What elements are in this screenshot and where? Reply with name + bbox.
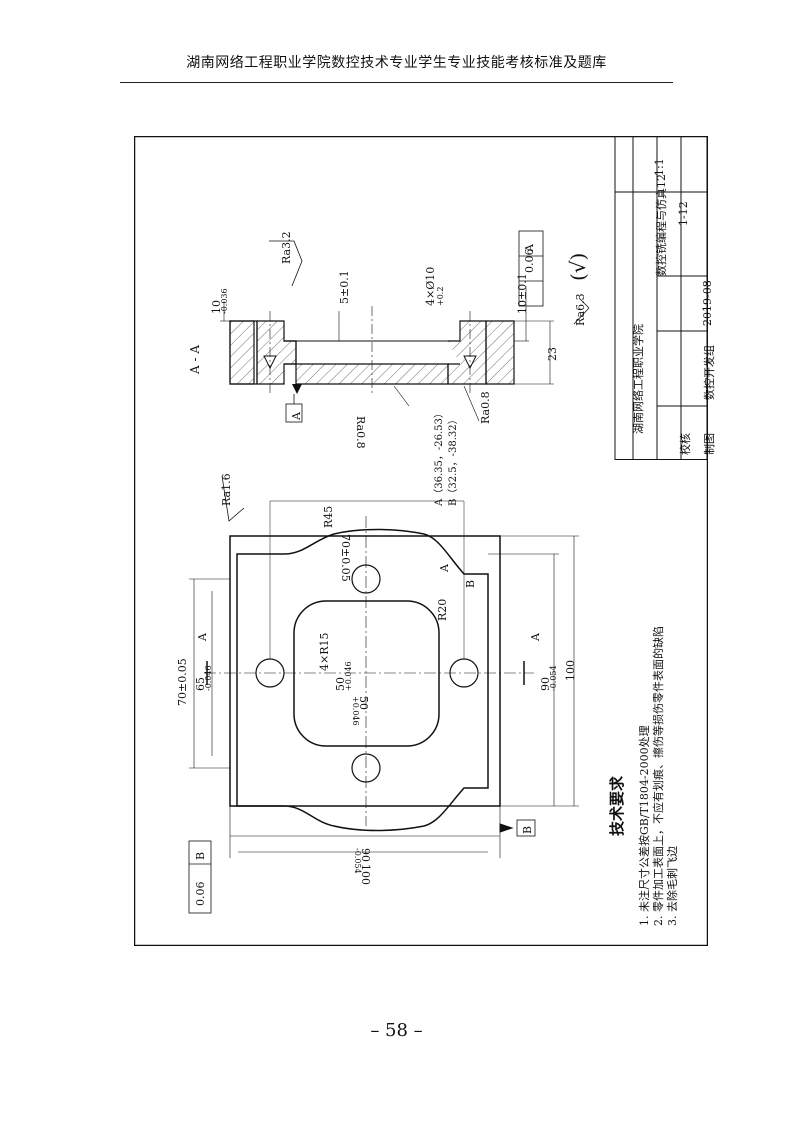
sec-ra08b: Ra0.8 <box>479 391 492 424</box>
tb-school: 湖南网络工程职业学院 <box>632 324 645 434</box>
plan-cut-a-right: A <box>529 633 542 641</box>
plan-dim-90v-tol: -0.054 <box>549 665 558 691</box>
tb-drawing-no: 1-12 <box>677 201 690 226</box>
tb-drawn-by: 数控开发组 <box>703 345 716 400</box>
plan-label-b: B <box>464 579 477 588</box>
plan-label-a: A <box>438 564 451 572</box>
sec-ra63: Ra6.3 <box>574 293 587 326</box>
sec-dim-10-tol: -0.036 <box>220 288 229 314</box>
plan-r45: R45 <box>322 505 335 528</box>
plan-view <box>188 475 579 914</box>
sec-ra32: Ra3.2 <box>280 231 293 264</box>
page-number: – 58 – <box>370 1020 423 1041</box>
header-rule <box>120 82 673 83</box>
section-title: A - A <box>188 344 202 374</box>
plan-cut-a-left: A <box>196 633 209 641</box>
tb-drawn-label: 制图 <box>703 433 716 455</box>
plan-dim-100h: 100 <box>359 864 372 885</box>
plan-r20: R20 <box>436 598 449 621</box>
plan-dim-70v: 70±0.05 <box>176 658 189 706</box>
plan-parallel-value: 0.06 <box>194 881 207 907</box>
plan-dim-65-tol: -0.046 <box>204 665 213 691</box>
sec-dim-23: 23 <box>546 347 559 361</box>
sec-dim-10b: 10±0.1 <box>516 273 529 314</box>
drawing-svg <box>134 136 708 946</box>
sec-holes-tol: +0.2 <box>436 286 445 306</box>
sec-depth-5: 5±0.1 <box>338 270 351 304</box>
sec-ra63-sym: (√) <box>566 252 590 281</box>
tb-date: 2019-08 <box>701 280 714 326</box>
plan-point-b: B（32.5，-38.32） <box>448 414 459 506</box>
tech-item-3: 3. 去除毛刺飞边 <box>666 846 679 926</box>
plan-datum-b: B <box>521 825 534 834</box>
section-view <box>220 230 590 423</box>
plan-r15: 4×R15 <box>318 632 331 672</box>
tb-check-label: 校核 <box>679 433 692 455</box>
page-header: 湖南网络工程职业学院数控技术专业学生专业技能考核标准及题库 <box>186 55 607 71</box>
sec-flatness-value: 0.06 <box>523 248 536 274</box>
plan-pocket-50h-tol: +0.046 <box>351 696 360 726</box>
tb-drawing-name: 数控铣编程与仿真12 <box>655 174 668 276</box>
plan-ra16: Ra1.6 <box>220 473 233 506</box>
plan-dim-100v: 100 <box>564 660 577 681</box>
drawing-frame: 1:1 数控铣编程与仿真12 1-12 制图 数控开发组 2019-08 校核 … <box>134 136 716 946</box>
border <box>134 136 708 946</box>
tech-title: 技术要求 <box>608 775 626 836</box>
plan-point-a: A（36.35，-26.53） <box>434 408 445 506</box>
plan-pocket-50v-tol: +0.046 <box>344 661 353 691</box>
sec-ra08a: Ra0.8 <box>354 416 367 449</box>
title-block <box>614 136 708 460</box>
plan-dim-70: 70±0.05 <box>339 534 352 582</box>
plan-parallel-datum: B <box>194 851 207 860</box>
sec-flatness-datum: A <box>523 244 536 252</box>
sec-datum-a: A <box>290 412 303 420</box>
